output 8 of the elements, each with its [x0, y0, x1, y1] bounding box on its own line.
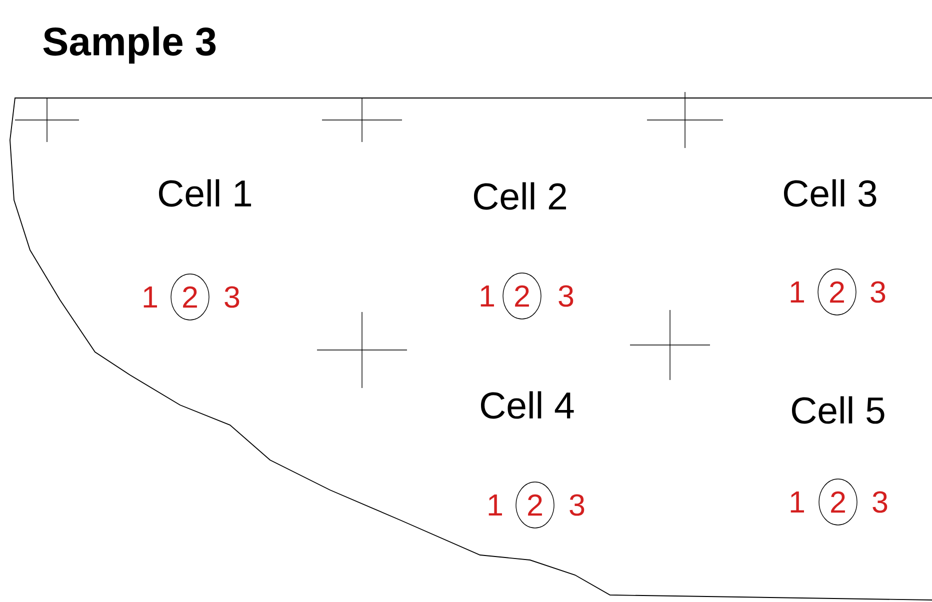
cell-label: Cell 4 [481, 391, 574, 419]
title: Sample 3 [43, 26, 216, 64]
circled-number: 2 [170, 274, 210, 320]
cell-label: Cell 5 [792, 396, 884, 424]
circled-number: 2 [502, 272, 542, 320]
circled-number: 2 [516, 482, 554, 528]
circled-number: 2 [818, 268, 856, 316]
circled-number: 2 [818, 478, 858, 526]
